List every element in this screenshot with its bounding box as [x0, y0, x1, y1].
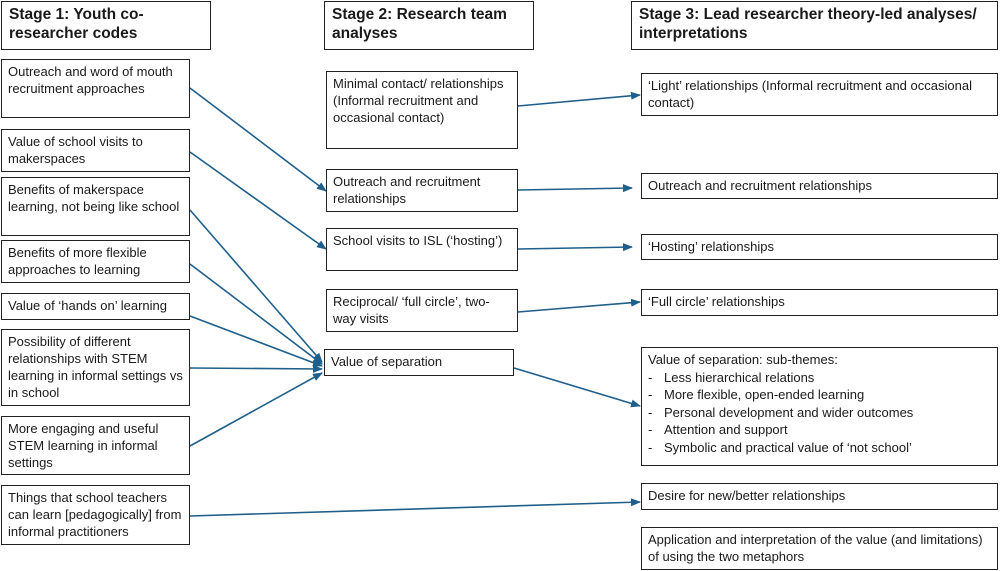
arrow-separation-to-separation3: [513, 367, 641, 408]
subtheme-item: -More flexible, open-ended learning: [648, 387, 865, 402]
stage1-code-makerspace-benefits: Benefits of makerspace learning, not bei…: [1, 177, 190, 236]
arrow-hands-on-to-separation: [189, 315, 323, 367]
arrow-flexible-to-separation: [189, 263, 323, 365]
stage1-code-teachers-learn: Things that school teachers can learn [p…: [1, 485, 190, 545]
subtheme-item: -Attention and support: [648, 422, 788, 437]
stage2-reciprocal-visits: Reciprocal/ ‘full circle’, two-way visit…: [326, 289, 518, 332]
stage1-code-hands-on: Value of ‘hands on’ learning: [1, 293, 190, 320]
arrow-outreach-to-outreach-relationships: [189, 87, 327, 192]
stage3-value-of-separation: Value of separation: sub-themes: -Less h…: [641, 347, 998, 466]
stage3-full-circle-relationships: ‘Full circle’ relationships: [641, 289, 998, 316]
subtheme-item: -Symbolic and practical value of ‘not sc…: [648, 439, 912, 455]
stage2-school-visits-hosting: School visits to ISL (‘hosting’): [326, 228, 518, 271]
stage3-hosting-relationships: ‘Hosting’ relationships: [641, 234, 998, 260]
arrow-engaging-to-separation: [189, 372, 323, 447]
separation-subthemes-title: Value of separation: sub-themes:: [648, 352, 838, 367]
stage1-code-outreach: Outreach and word of mouth recruitment a…: [1, 59, 190, 118]
stage3-header: Stage 3: Lead researcher theory-led anal…: [631, 1, 998, 50]
subtheme-label: More flexible, open-ended learning: [664, 387, 865, 402]
arrow-teachers-to-desire: [189, 498, 641, 517]
stage2-outreach-recruitment: Outreach and recruitment relationships: [326, 169, 518, 212]
arrow-school-visits-to-hosting: [189, 151, 327, 250]
stage1-code-different-relationships: Possibility of different relationships w…: [1, 329, 190, 406]
stage3-desire-relationships: Desire for new/better relationships: [641, 483, 998, 510]
stage3-application-metaphors: Application and interpretation of the va…: [641, 527, 998, 570]
stage1-code-engaging-stem: More engaging and useful STEM learning i…: [1, 416, 190, 475]
arrow-outreach-to-outreach3: [517, 184, 633, 193]
stage2-header: Stage 2: Research team analyses: [324, 1, 534, 50]
stage3-outreach-relationships: Outreach and recruitment relationships: [641, 173, 998, 199]
arrow-hosting-to-hosting3: [517, 243, 633, 252]
stage1-code-flexible-learning: Benefits of more flexible approaches to …: [1, 240, 190, 283]
stage2-minimal-contact: Minimal contact/ relationships (Informal…: [326, 71, 518, 149]
subtheme-item: -Personal development and wider outcomes: [648, 404, 914, 420]
stage2-value-of-separation: Value of separation: [324, 349, 514, 376]
stage1-code-school-visits: Value of school visits to makerspaces: [1, 129, 190, 172]
arrow-full-circle-to-full-circle3: [517, 298, 641, 313]
subtheme-label: Less hierarchical relations: [664, 369, 815, 385]
subtheme-label: Attention and support: [664, 422, 788, 437]
arrow-minimal-to-light: [517, 91, 641, 107]
arrow-makerspace-to-separation: [189, 209, 323, 363]
subtheme-item: -Less hierarchical relations: [648, 369, 815, 385]
subtheme-label: Personal development and wider outcomes: [664, 404, 914, 420]
arrow-relationships-to-separation: [189, 364, 323, 373]
subtheme-label: Symbolic and practical value of ‘not sch…: [664, 439, 912, 455]
stage3-light-relationships: ‘Light’ relationships (Informal recruitm…: [641, 73, 998, 116]
stage1-header: Stage 1: Youth co-researcher codes: [1, 1, 211, 50]
